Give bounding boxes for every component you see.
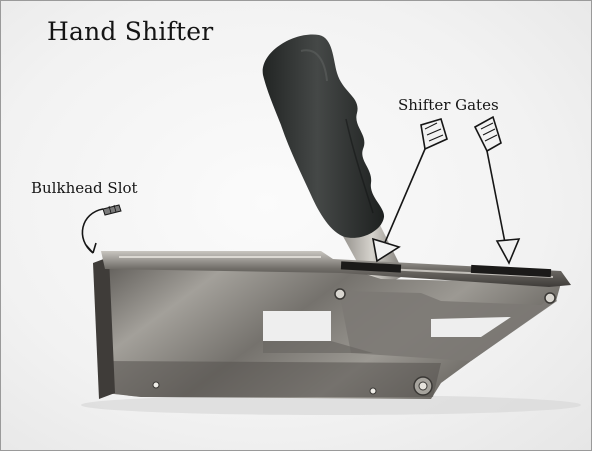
- rivet: [369, 387, 377, 395]
- drop-shadow: [81, 395, 581, 415]
- shifter-gate-slot: [470, 264, 552, 278]
- shifter-gates-label: Shifter Gates: [398, 96, 499, 114]
- bulkhead-end-bracket: [93, 257, 115, 399]
- top-rail: [101, 251, 571, 287]
- rivet: [152, 381, 160, 389]
- bulkhead-arrow: [81, 204, 122, 254]
- cutout-window: [263, 311, 331, 341]
- bulkhead-slot-label: Bulkhead Slot: [31, 179, 138, 197]
- rivet: [334, 288, 346, 300]
- image-title: Hand Shifter: [47, 17, 214, 46]
- shifter-gate-slot: [340, 261, 402, 273]
- cutout-window: [431, 317, 511, 337]
- shifter-gate-arrow-right: [473, 115, 521, 265]
- rivet: [544, 292, 556, 304]
- shifter-gate-arrow-left: [371, 118, 448, 263]
- shifter-grip: [262, 34, 385, 238]
- bolt: [413, 376, 433, 396]
